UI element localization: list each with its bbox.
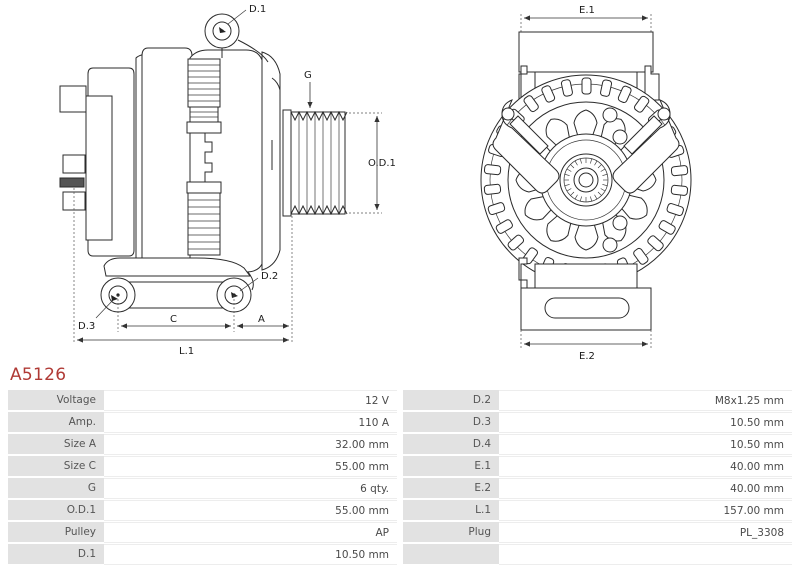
spec-label: D.3 <box>403 412 499 433</box>
spec-label: Voltage <box>8 390 104 411</box>
table-row: Size C 55.00 mm <box>8 456 397 477</box>
spec-value: 157.00 mm <box>499 500 792 521</box>
spec-value: 12 V <box>104 390 397 411</box>
spec-label: L.1 <box>403 500 499 521</box>
spec-label: E.1 <box>403 456 499 477</box>
spec-value: 10.50 mm <box>104 544 397 565</box>
table-row: D.2 M8x1.25 mm <box>403 390 792 411</box>
mounting-feet <box>100 257 254 313</box>
callout-label-D3: D.3 <box>78 321 95 332</box>
dimension-C: C <box>121 314 231 329</box>
spec-label: D.2 <box>403 390 499 411</box>
spec-table-right: D.2 M8x1.25 mm D.3 10.50 mm D.4 10.50 mm… <box>403 389 792 566</box>
dimension-A: A <box>237 314 289 329</box>
stator-laminations-upper <box>187 58 221 108</box>
callout-label-G: G <box>304 70 312 81</box>
table-row: Pulley AP <box>8 522 397 543</box>
table-row: G 6 qty. <box>8 478 397 499</box>
callout-label-D2: D.2 <box>261 271 278 282</box>
table-row: D.1 10.50 mm <box>8 544 397 565</box>
dimension-label-L1: L.1 <box>179 346 194 357</box>
callout-label-D1: D.1 <box>249 4 266 15</box>
spline-ring <box>564 158 608 202</box>
spec-value: M8x1.25 mm <box>499 390 792 411</box>
stator-laminations-lower <box>187 192 221 256</box>
drawings-svg: .ln { fill:none; stroke:#2b2b2b; stroke-… <box>0 0 692 362</box>
callout-D3: D.3 <box>78 295 118 332</box>
spec-label: Pulley <box>8 522 104 543</box>
table-row: Amp. 110 A <box>8 412 397 433</box>
spec-label: O.D.1 <box>8 500 104 521</box>
callout-D1: D.1 <box>204 4 266 58</box>
dimension-label-E2: E.2 <box>579 351 595 362</box>
front-view-group: E.1 <box>481 5 692 362</box>
spec-value: PL_3308 <box>499 522 792 543</box>
dimension-label-OD1: O.D.1 <box>368 158 396 169</box>
technical-drawings: .ln { fill:none; stroke:#2b2b2b; stroke-… <box>0 0 692 362</box>
spec-label: Amp. <box>8 412 104 433</box>
table-row: Voltage 12 V <box>8 390 397 411</box>
spec-value: 55.00 mm <box>104 456 397 477</box>
spec-value: 6 qty. <box>104 478 397 499</box>
pulley <box>282 109 348 217</box>
spec-value: AP <box>104 522 397 543</box>
table-row: D.4 10.50 mm <box>403 434 792 455</box>
spec-value: 10.50 mm <box>499 434 792 455</box>
dimension-E1: E.1 <box>520 5 652 34</box>
table-row: Plug PL_3308 <box>403 522 792 543</box>
dimension-label-A: A <box>258 314 265 325</box>
spec-value: 32.00 mm <box>104 434 397 455</box>
spec-value: 110 A <box>104 412 397 433</box>
table-row <box>403 544 792 565</box>
dimension-E2: E.2 <box>520 330 652 362</box>
spec-table-left: Voltage 12 V Amp. 110 A Size A 32.00 mm … <box>8 389 397 566</box>
dimension-L1: L.1 <box>77 337 289 357</box>
dimension-label-C: C <box>170 314 177 325</box>
part-number-title: A5126 <box>10 365 67 385</box>
table-row: Size A 32.00 mm <box>8 434 397 455</box>
spec-label: G <box>8 478 104 499</box>
table-row: L.1 157.00 mm <box>403 500 792 521</box>
spec-label: D.4 <box>403 434 499 455</box>
side-view-group: D.1 G O.D.1 <box>59 4 396 357</box>
table-row: E.2 40.00 mm <box>403 478 792 499</box>
spec-label: Size A <box>8 434 104 455</box>
table-row: E.1 40.00 mm <box>403 456 792 477</box>
rear-terminals <box>59 85 87 211</box>
spec-value: 10.50 mm <box>499 412 792 433</box>
spec-value: 55.00 mm <box>104 500 397 521</box>
spec-label: Size C <box>8 456 104 477</box>
table-row: O.D.1 55.00 mm <box>8 500 397 521</box>
spec-label <box>403 544 499 565</box>
mounting-ear-left <box>492 99 560 194</box>
spec-label: E.2 <box>403 478 499 499</box>
spec-label: Plug <box>403 522 499 543</box>
callout-D2: D.2 <box>231 271 278 298</box>
spec-label: D.1 <box>8 544 104 565</box>
spec-value: 40.00 mm <box>499 456 792 477</box>
table-row: D.3 10.50 mm <box>403 412 792 433</box>
spec-value <box>499 544 792 565</box>
spec-value: 40.00 mm <box>499 478 792 499</box>
dimension-label-E1: E.1 <box>579 5 595 16</box>
dimension-OD1: O.D.1 <box>345 112 396 214</box>
mounting-ear-right <box>612 99 680 194</box>
callout-G: G <box>304 70 313 108</box>
rotor-spool <box>186 106 222 194</box>
